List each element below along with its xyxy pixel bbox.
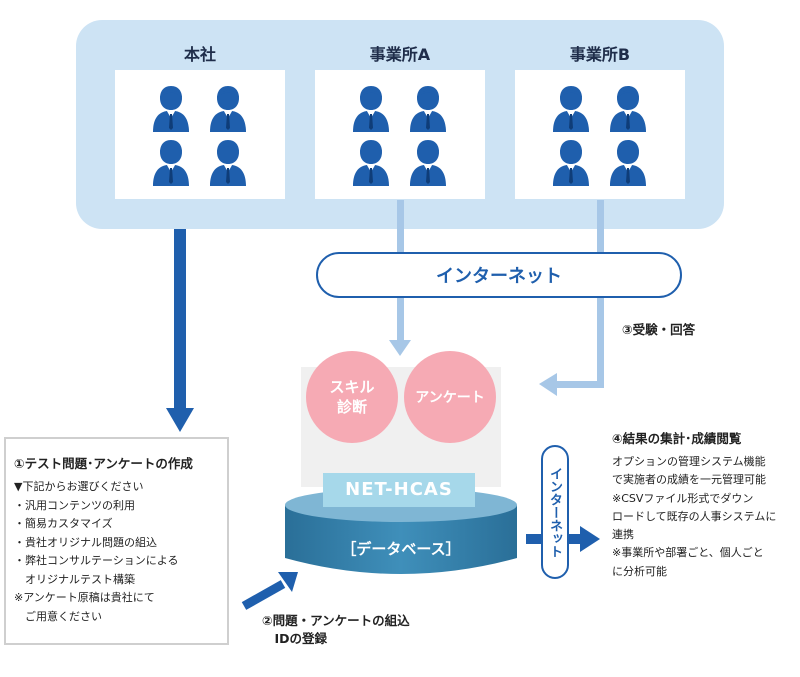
office-title-b: 事業所B: [569, 45, 631, 64]
survey-circle: アンケート: [404, 351, 496, 443]
office-b-arrow-head: [539, 373, 557, 396]
step2-line2: IDの登録: [262, 631, 328, 646]
skill-line2: 診断: [336, 398, 367, 416]
database-body: [285, 505, 517, 574]
office-box-b: [515, 70, 685, 199]
step4-line: に分析可能: [612, 564, 667, 578]
person-icon: [410, 86, 446, 132]
internet-to-system-head: [389, 340, 411, 356]
person-icon: [610, 140, 646, 186]
step1-note-line1: ※アンケート原稿は貴社にて: [14, 591, 155, 604]
skill-line1: スキル: [329, 378, 375, 396]
step1-item: ・貴社オリジナル問題の組込: [14, 535, 157, 549]
skill-diagnosis-circle: スキル診断: [306, 351, 398, 443]
hq-down-arrow-shaft: [174, 229, 186, 411]
office-title-hq: 本社: [183, 45, 216, 64]
person-icon: [153, 140, 189, 186]
person-icon: [210, 86, 246, 132]
step2-arrow-shaft: [241, 580, 286, 610]
step4-line: ※CSVファイル形式でダウン: [612, 491, 754, 505]
office-b-down-line: [597, 298, 604, 387]
person-icon: [210, 140, 246, 186]
internet-to-system-shaft: [397, 298, 404, 342]
step4-line: ※事業所や部署ごと、個人ごと: [612, 546, 764, 560]
step1-item: オリジナルテスト構築: [14, 572, 135, 586]
step1-subtitle: ▼下記からお選びください: [14, 480, 144, 493]
person-icon: [353, 86, 389, 132]
step4-block: ④結果の集計･成績閲覧 オプションの管理システム機能 で実施者の成績を一元管理可…: [612, 428, 800, 581]
step4-line: で実施者の成績を一元管理可能: [612, 473, 766, 487]
step2-line1: ②問題・アンケートの組込: [262, 613, 410, 628]
office-box-hq: [115, 70, 285, 199]
step2-label: ②問題・アンケートの組込 IDの登録: [262, 612, 410, 648]
hq-down-arrow-head: [166, 408, 194, 432]
internet-cloud: インターネット: [316, 252, 682, 298]
product-name-label: NET-HCAS: [323, 473, 475, 507]
step1-item: ・簡易カスタマイズ: [14, 517, 113, 530]
person-icon: [553, 86, 589, 132]
office-title-a: 事業所A: [369, 45, 431, 64]
office-b-left-line: [555, 381, 604, 388]
step2-arrow-head: [278, 572, 298, 592]
office-b-line: [597, 200, 604, 252]
person-icon: [410, 140, 446, 186]
office-a-line: [397, 200, 404, 252]
step3-label: ③受験・回答: [622, 322, 696, 337]
step1-title: ①テスト問題･アンケートの作成: [14, 456, 193, 471]
office-box-a: [315, 70, 485, 199]
step4-title: ④結果の集計･成績閲覧: [612, 431, 742, 446]
step1-note-line2: ご用意ください: [14, 609, 102, 623]
person-icon: [153, 86, 189, 132]
result-arrow-head: [580, 526, 600, 552]
step1-item: ・汎用コンテンツの利用: [14, 498, 135, 512]
database-label: ［データベース］: [341, 540, 461, 558]
person-icon: [610, 86, 646, 132]
person-icon: [353, 140, 389, 186]
step4-line: 連携: [612, 528, 634, 542]
step1-item: ・弊社コンサルテーションによる: [14, 554, 179, 567]
internet-vertical-pill: インターネット: [541, 445, 569, 579]
step1-box: ①テスト問題･アンケートの作成 ▼下記からお選びください ・汎用コンテンツの利用…: [4, 437, 229, 645]
person-icon: [553, 140, 589, 186]
step4-line: オプションの管理システム機能: [612, 455, 766, 468]
step4-line: ロードして既存の人事システムに: [612, 509, 777, 523]
